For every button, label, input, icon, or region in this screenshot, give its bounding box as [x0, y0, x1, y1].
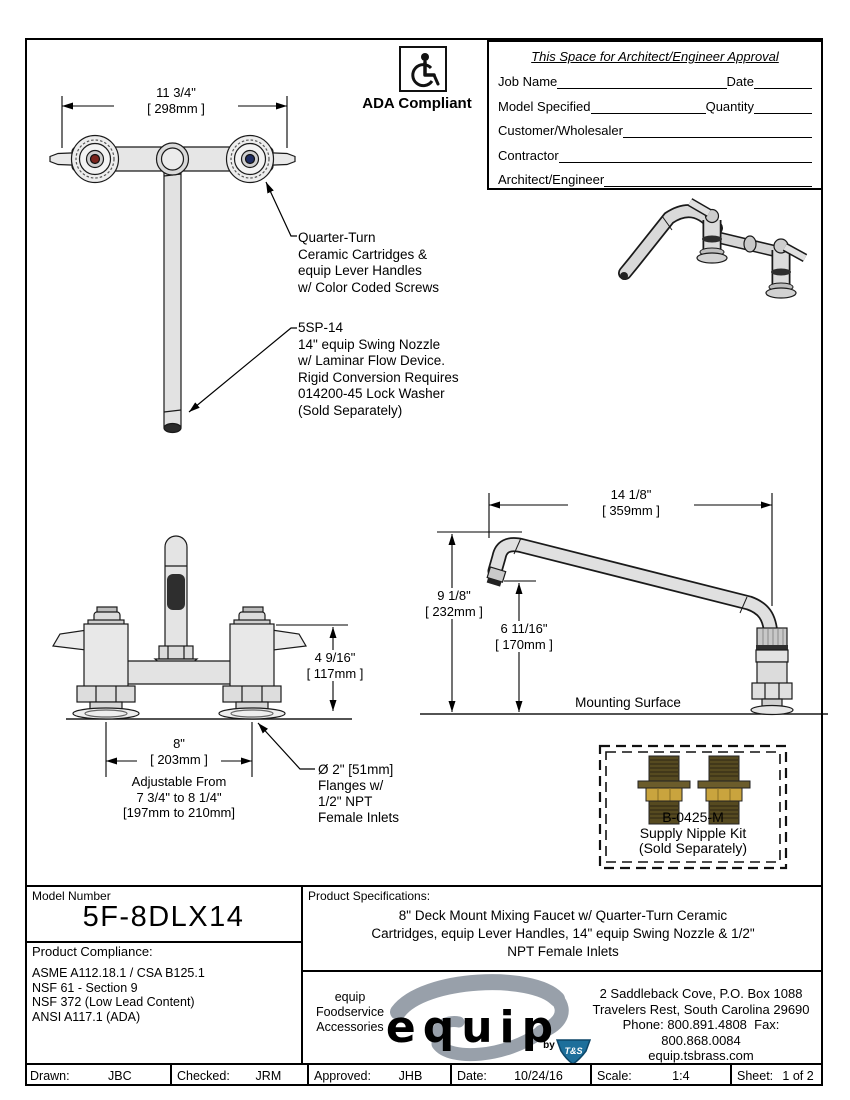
date-field[interactable] — [754, 75, 812, 89]
wheelchair-icon — [411, 53, 440, 88]
footer-drawn: Drawn: JBC — [25, 1065, 170, 1086]
supply-nipple-kit-label: B-0425-M Supply Nipple Kit (Sold Separat… — [638, 809, 748, 856]
checked-label: Checked: — [177, 1068, 230, 1083]
logo-by-text: by — [543, 1040, 555, 1051]
model-compliance-divider — [25, 941, 302, 943]
dimension-spout-reach: 14 1/8" [ 359mm ] — [568, 487, 694, 518]
callout-flanges: Ø 2" [51mm] Flanges w/ 1/2" NPT Female I… — [318, 762, 400, 825]
scale-value: 1:4 — [672, 1068, 690, 1083]
product-compliance-label: Product Compliance: — [32, 944, 153, 959]
architect-engineer-label: Architect/Engineer — [498, 172, 605, 187]
customer-wholesaler-label: Customer/Wholesaler — [498, 123, 623, 138]
approval-row-contractor: Contractor — [498, 148, 812, 163]
compliance-item: NSF 372 (Low Lead Content) — [32, 995, 195, 1009]
date-cell-value: 10/24/16 — [514, 1068, 563, 1083]
compliance-item: NSF 61 - Section 9 — [32, 980, 138, 995]
approved-value: JHB — [398, 1068, 423, 1083]
date-label: Date — [726, 74, 754, 89]
compliance-item: ANSI A117.1 (ADA) — [32, 1009, 141, 1024]
sheet-border — [25, 38, 823, 1086]
callout-swing-nozzle: 5SP-14 14" equip Swing Nozzle w/ Laminar… — [298, 320, 459, 418]
approval-title: This Space for Architect/Engineer Approv… — [531, 49, 779, 64]
brand-tagline: equip Foodservice Accessories — [315, 990, 385, 1034]
approval-row-job-name: Job Name Date — [498, 74, 812, 89]
top-view-drawing — [49, 96, 297, 434]
job-name-label: Job Name — [498, 74, 558, 89]
ts-brass-logo-text: T&S — [565, 1046, 583, 1056]
footer-sheet: Sheet: 1 of 2 — [730, 1065, 823, 1086]
compliance-item: ASME A112.18.1 / CSA B125.1 — [32, 966, 205, 980]
model-specified-field[interactable] — [590, 100, 706, 114]
company-address: 2 Saddleback Cove, P.O. Box 1088 Travele… — [592, 986, 810, 1063]
quantity-label: Quantity — [705, 98, 754, 114]
footer-approved: Approved: JHB — [307, 1065, 450, 1086]
title-block-vertical-divider — [301, 885, 303, 1065]
architect-engineer-field[interactable] — [604, 173, 812, 187]
approval-box: This Space for Architect/Engineer Approv… — [487, 40, 823, 190]
quantity-field[interactable] — [754, 100, 812, 114]
model-number-value: 5F-8DLX14 — [82, 901, 245, 933]
job-name-field[interactable] — [557, 75, 727, 89]
ada-compliant-label: ADA Compliant — [362, 95, 472, 112]
dimension-top-width: 11 3/4" [ 298mm ] — [114, 85, 238, 116]
product-specifications-label: Product Specifications: — [308, 889, 431, 903]
ada-icon-box — [399, 46, 447, 92]
dimension-spout-height: 9 1/8" [ 232mm ] — [413, 588, 495, 619]
callout-cartridges: Quarter-Turn Ceramic Cartridges & equip … — [298, 230, 440, 295]
mounting-surface-label: Mounting Surface — [575, 695, 681, 710]
footer-scale: Scale: 1:4 — [590, 1065, 730, 1086]
equip-logo-text: equip — [386, 1002, 560, 1053]
approval-row-model: Model Specified Quantity — [498, 99, 812, 114]
sheet-label: Sheet: — [737, 1068, 774, 1083]
footer-checked: Checked: JRM — [170, 1065, 307, 1086]
isometric-view-drawing — [618, 198, 808, 299]
checked-value: JRM — [255, 1068, 282, 1083]
customer-wholesaler-field[interactable] — [623, 124, 812, 138]
dimension-inlet-centers: 8" [ 203mm ] — [137, 736, 221, 767]
approval-row-architect: Architect/Engineer — [498, 172, 812, 187]
model-specified-label: Model Specified — [498, 98, 591, 114]
contractor-label: Contractor — [498, 147, 559, 163]
title-block-top-divider — [25, 885, 823, 887]
dimension-deck-height: 4 9/16" [ 117mm ] — [295, 650, 375, 681]
contractor-field[interactable] — [558, 149, 812, 163]
date-cell-label: Date: — [457, 1068, 487, 1083]
model-number-label: Model Number — [32, 889, 111, 903]
sheet-value: 1 of 2 — [782, 1068, 814, 1083]
product-specifications-text: 8" Deck Mount Mixing Faucet w/ Quarter-T… — [371, 908, 755, 959]
footer-date: Date: 10/24/16 — [450, 1065, 590, 1086]
dimension-outlet-height: 6 11/16" [ 170mm ] — [486, 621, 562, 652]
drawn-value: JBC — [107, 1068, 132, 1083]
dimension-adjustable-note: Adjustable From 7 3/4" to 8 1/4" [197mm … — [123, 774, 235, 820]
drawing-footer: Drawn: JBC Checked: JRM Approved: JHB Da… — [25, 1063, 823, 1086]
drawn-label: Drawn: — [30, 1068, 70, 1083]
compliance-list: ASME A112.18.1 / CSA B125.1 NSF 61 - Sec… — [32, 966, 205, 1024]
scale-label: Scale: — [597, 1068, 632, 1083]
approval-row-customer: Customer/Wholesaler — [498, 123, 812, 138]
spec-brand-divider — [301, 970, 823, 972]
front-view-drawing — [52, 535, 352, 777]
supply-nipple-kit-graphic — [598, 744, 788, 870]
side-view-drawing — [420, 493, 828, 716]
equip-logo: equip by T&S — [386, 974, 592, 1065]
approved-label: Approved: — [314, 1068, 371, 1083]
